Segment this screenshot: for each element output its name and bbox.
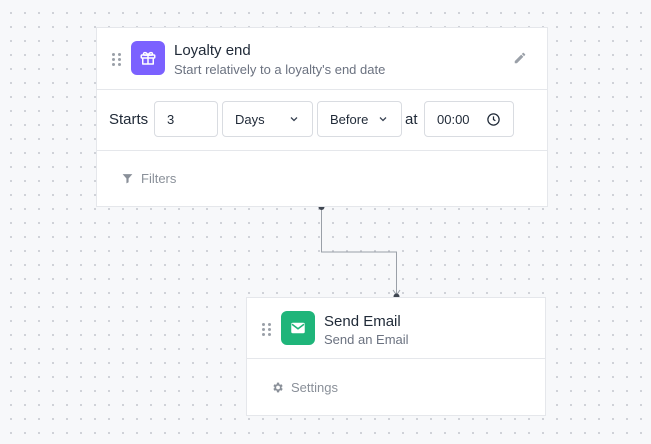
- starts-label: Starts: [109, 111, 149, 128]
- gear-icon: [273, 382, 283, 393]
- trigger-node-loyalty-end[interactable]: Loyalty end Start relatively to a loyalt…: [96, 27, 548, 207]
- relation-value: Before: [330, 111, 369, 127]
- action-node-send-email[interactable]: Send Email Send an Email Settings: [246, 297, 546, 416]
- time-input[interactable]: 00:00: [424, 101, 514, 137]
- envelope-icon: [281, 311, 315, 345]
- clock-icon[interactable]: [486, 112, 501, 127]
- filter-funnel-icon: [122, 174, 133, 184]
- drag-handle-icon[interactable]: [262, 323, 271, 336]
- at-label: at: [405, 111, 418, 128]
- unit-value: Days: [235, 111, 265, 127]
- chevron-down-icon: [290, 117, 298, 122]
- relation-select[interactable]: Before: [317, 101, 402, 137]
- time-value: 00:00: [437, 111, 470, 127]
- gift-icon: [131, 41, 165, 75]
- node-title: Send Email: [324, 313, 401, 330]
- divider: [97, 150, 547, 151]
- node-subtitle: Send an Email: [324, 332, 409, 347]
- settings-label: Settings: [291, 380, 338, 395]
- unit-select[interactable]: Days: [222, 101, 313, 137]
- divider: [247, 358, 545, 359]
- edit-pencil-icon[interactable]: [513, 51, 529, 67]
- settings-button[interactable]: Settings: [271, 380, 338, 395]
- amount-input[interactable]: 3: [154, 101, 218, 137]
- chevron-down-icon: [379, 117, 387, 122]
- divider: [97, 89, 547, 90]
- drag-handle-icon[interactable]: [112, 53, 121, 66]
- node-subtitle: Start relatively to a loyalty's end date: [174, 62, 386, 77]
- filters-button[interactable]: Filters: [121, 171, 176, 186]
- node-title: Loyalty end: [174, 42, 251, 59]
- filters-label: Filters: [141, 171, 177, 186]
- amount-value: 3: [167, 111, 175, 127]
